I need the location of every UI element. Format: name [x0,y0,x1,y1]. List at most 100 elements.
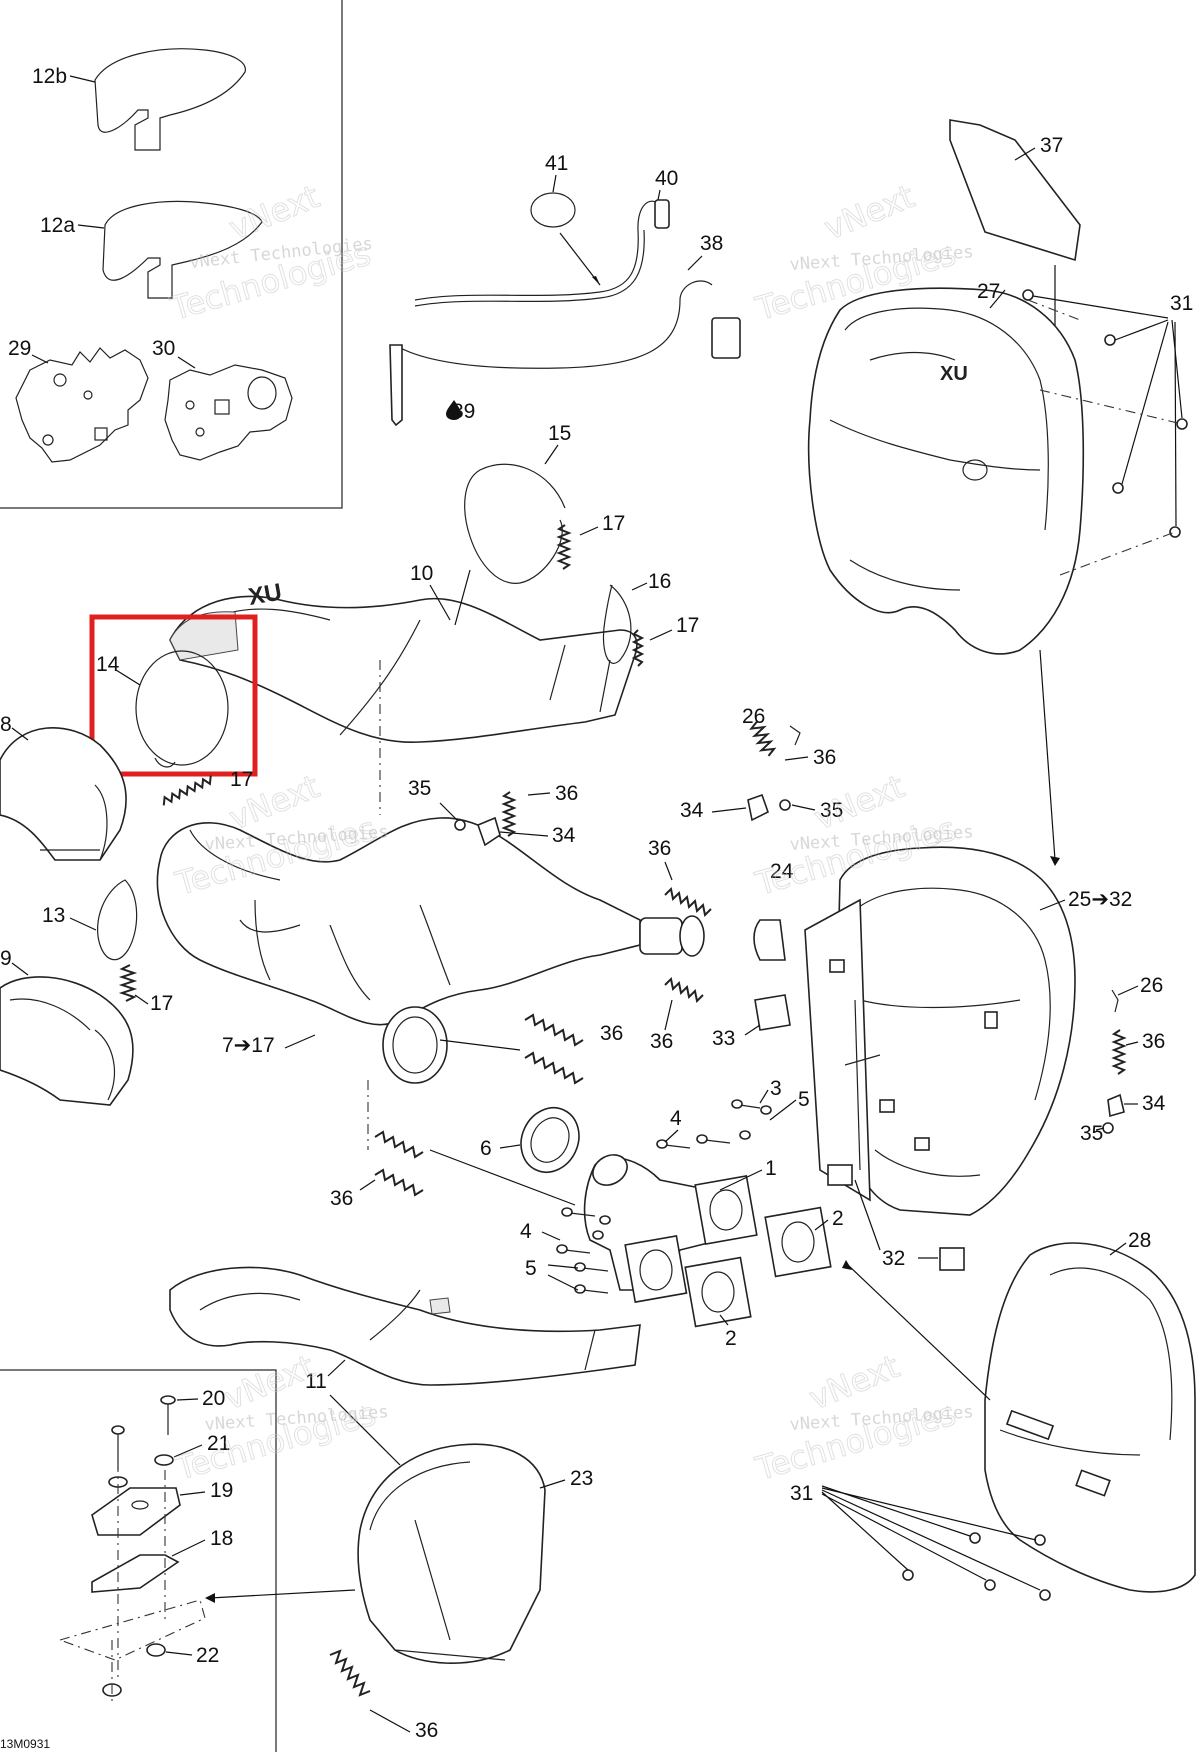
clamp-14 [135,650,229,766]
callout-3: 3 [770,1077,782,1100]
callout-34c: 34 [1142,1092,1166,1115]
bracket-34-right [747,793,769,822]
hose-clamp-41 [530,192,576,228]
callout-36e: 36 [600,1022,623,1045]
heat-shields-8-9: 8 17 9 [0,713,253,1106]
callout-36b: 36 [648,837,671,860]
heat-shield-30 [164,364,293,461]
callout-18: 18 [210,1527,233,1550]
rubber-pad-32a [827,1164,853,1186]
callout-35c: 35 [1080,1122,1103,1145]
mount-bracket-19 [91,1487,181,1536]
top-cover-27-37: 37 XU 27 31 [807,119,1193,866]
clamp-16 [602,584,632,664]
callout-32: 32 [882,1247,905,1270]
callout-36h: 36 [1142,1030,1165,1053]
highlight-clamp-14: 14 [89,614,258,777]
callout-7: 7➔17 [222,1034,275,1057]
callout-36d: 36 [813,746,836,769]
callout-14: 14 [96,653,120,676]
connector-33 [754,994,791,1031]
callout-36f: 36 [330,1187,353,1210]
muffler-brand-text: XU [246,579,284,611]
callout-36c: 36 [650,1030,673,1053]
shield-9 [0,976,134,1106]
clamp-13 [97,879,138,961]
clamp-13-group: 13 17 [42,879,173,1015]
callout-26a: 26 [742,705,765,728]
mount-plate-18 [91,1554,180,1593]
callout-17b: 17 [676,614,699,637]
callout-11: 11 [305,1370,327,1393]
callout-5b: 5 [525,1257,537,1280]
diagram-code: 13M0931 [0,1737,50,1751]
callout-4b: 4 [520,1220,532,1243]
callout-22: 22 [196,1644,219,1667]
callout-25: 25➔32 [1068,888,1132,911]
watermark-big-3: vNext [819,177,920,247]
oil-drop-icon [446,400,461,420]
callout-4a: 4 [670,1107,682,1130]
manifold-assembly: 6 1 2 2 [480,1077,844,1350]
heat-shield-23: 23 36 [205,1443,593,1742]
callout-36a: 36 [555,782,578,805]
watermark-big-11: vNext [804,1347,905,1417]
callout-9: 9 [0,947,12,970]
callout-35b: 35 [820,799,843,822]
clamps-and-springs-upper: 15 17 16 17 [464,422,699,667]
bolts-right-group [556,1099,772,1294]
muffler-25: 25➔32 33 26 36 34 35 32 [712,846,1166,1271]
gasket-2a [764,1206,832,1278]
callout-23: 23 [570,1467,593,1490]
callout-34b: 34 [680,799,704,822]
callout-33: 33 [712,1027,735,1050]
callout-8: 8 [0,713,12,736]
coupler-24 [753,919,786,961]
watermark-big-12: Technologies [751,1395,960,1488]
heat-shield-28: 28 31 [790,1229,1196,1601]
muffler-7: 24 7➔17 [156,660,794,1150]
bracket-34-left [476,816,501,847]
callout-2b: 2 [725,1327,737,1350]
cover-brand-text: XU [940,363,968,385]
callout-12b: 12b [32,65,67,88]
callout-37: 37 [1040,134,1063,157]
callout-31b: 31 [790,1482,813,1505]
callout-15: 15 [548,422,571,445]
callout-26b: 26 [1140,974,1163,997]
callout-34a: 34 [552,824,576,847]
watermark-big-9: vNext [219,1347,320,1417]
callout-36g: 36 [415,1719,438,1742]
bracket-34-far [1107,1093,1125,1118]
callout-31a: 31 [1170,292,1193,315]
callout-38: 38 [700,232,723,255]
heat-shield-11: 11 [169,1266,641,1466]
callout-5a: 5 [798,1088,810,1111]
callout-10: 10 [410,562,433,585]
springs-and-brackets-middle: 35 36 34 36 36 26 36 34 35 36 36 [330,705,843,1210]
exhaust-pipe-10: XU 10 [169,562,638,743]
clamp-15 [464,463,566,584]
inset-box-heat-shields: 12b 12a 29 30 [0,0,343,509]
callout-40: 40 [655,167,678,190]
callout-29: 29 [8,337,31,360]
sensor-hose-assembly: 41 40 38 39 [389,152,741,427]
gasket-ring-6 [520,1107,580,1173]
callout-6: 6 [480,1137,492,1160]
rubber-pad-32b [939,1247,965,1271]
callout-24: 24 [770,860,794,883]
callout-28: 28 [1128,1229,1151,1252]
callout-41: 41 [545,152,568,175]
shield-8 [0,727,127,861]
callout-17c: 17 [230,768,253,791]
callout-19: 19 [210,1479,233,1502]
callout-16: 16 [648,570,671,593]
heat-shield-12b [94,48,246,151]
callout-17: 17 [602,512,625,535]
callout-27: 27 [977,280,1000,303]
inset-box-mount-bracket: 20 21 19 18 22 [0,1369,277,1752]
callout-2a: 2 [832,1207,844,1230]
highlight-box [89,614,258,777]
gasket-2b [684,1256,752,1328]
